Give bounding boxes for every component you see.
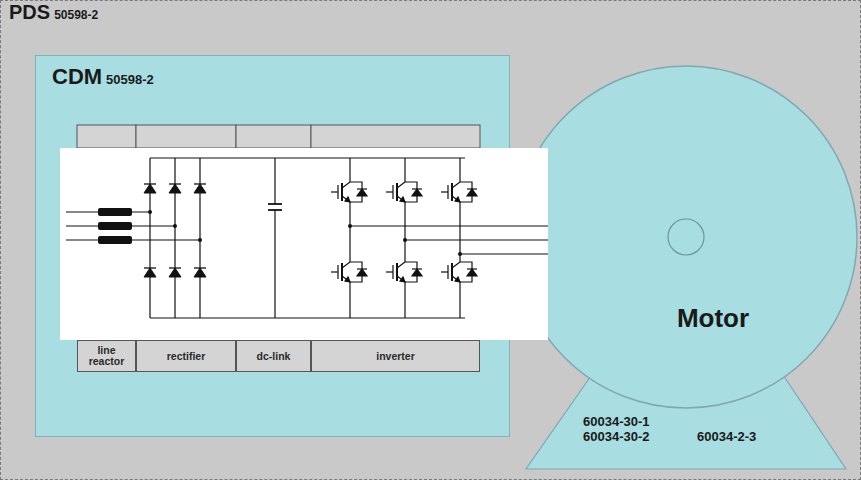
column-box: line reactor [77, 340, 136, 372]
inductor [98, 222, 132, 230]
inverter-leg [349, 282, 350, 318]
igbt [441, 262, 477, 282]
inductor [98, 208, 132, 216]
dc-rail-top [150, 157, 465, 158]
junction-dot [148, 210, 152, 214]
junction-dot [348, 224, 352, 228]
column-header [77, 125, 136, 148]
junction-dots [148, 210, 462, 256]
inverter-leg [404, 282, 405, 318]
dc-link-lead [274, 210, 275, 318]
cdm-region: CDM 50598-2 line reactor rectifier dc-link in… [35, 55, 510, 437]
region-heading: CDM 50598-2 [52, 64, 154, 90]
inverter-leg [459, 282, 460, 318]
column-label: dc-link [257, 351, 291, 362]
column-box: dc-link [236, 340, 311, 372]
diode [194, 184, 206, 193]
junction-dot [173, 224, 177, 228]
motor-shaft [668, 219, 704, 255]
motor-outline [514, 65, 858, 409]
column-header [311, 125, 480, 148]
region-heading: PDS 50598-2 [9, 1, 98, 24]
inverter-switches [331, 182, 477, 282]
input-line [66, 239, 200, 240]
standard-number: 50598-2 [54, 8, 98, 22]
inverter-leg [404, 202, 405, 262]
text-holder: Motor [653, 303, 773, 334]
inductor [98, 236, 132, 244]
circuit-wires [66, 158, 548, 318]
junction-dot [458, 252, 462, 256]
inverter-leg [404, 158, 405, 182]
junction-dot [198, 238, 202, 242]
column-label: line reactor [81, 345, 132, 367]
inverter-leg [349, 158, 350, 182]
diode [194, 268, 206, 277]
capacitor-plate [268, 209, 282, 211]
column-label: rectifier [167, 351, 206, 362]
igbt [386, 262, 422, 282]
motor-lead [405, 239, 548, 240]
region-name: CDM [52, 64, 102, 89]
circuit-panel [60, 148, 548, 340]
column-header [236, 125, 311, 148]
diode [144, 268, 156, 277]
igbt [331, 182, 367, 202]
column-header [136, 125, 236, 148]
diode [169, 268, 181, 277]
rectifier-leg [174, 158, 175, 318]
motor-label: Motor [677, 303, 749, 333]
column-headers [77, 125, 480, 148]
dc-link-lead [274, 158, 275, 204]
standard-number: 60034-30-2 [583, 429, 650, 444]
dc-rail-bottom [150, 317, 465, 318]
capacitor-symbol [268, 204, 282, 210]
diode [144, 184, 156, 193]
junction-dot [403, 238, 407, 242]
capacitor-plate [268, 203, 282, 205]
motor-lead [350, 225, 548, 226]
igbt [331, 262, 367, 282]
inverter-leg [349, 202, 350, 262]
rectifier-leg [149, 158, 150, 318]
text-holder: 60034-2-3 [697, 427, 756, 445]
motor-body [515, 66, 857, 408]
standard-number: 60034-2-3 [697, 429, 756, 444]
motor-lead [460, 253, 548, 254]
rectifier-diodes [144, 184, 206, 277]
text-holder: 60034-30-1 [583, 412, 650, 430]
region-name: PDS [9, 1, 50, 23]
text-holder: 60034-30-2 [583, 427, 650, 445]
column-label: inverter [376, 351, 415, 362]
inverter-leg [459, 158, 460, 182]
standard-number: 60034-30-1 [583, 414, 650, 429]
column-box: rectifier [136, 340, 236, 372]
motor-circle: Motor [514, 65, 858, 409]
standard-number: 50598-2 [106, 72, 154, 87]
igbt [441, 182, 477, 202]
line-reactor-symbol [98, 208, 132, 244]
diode [169, 184, 181, 193]
igbt [386, 182, 422, 202]
column-box: inverter [311, 340, 480, 372]
